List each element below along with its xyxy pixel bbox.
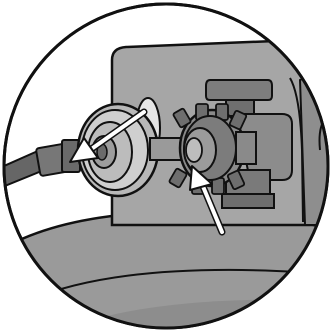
valve-base-fitting — [222, 194, 274, 208]
valve-outlet — [236, 132, 256, 164]
valve-handwheel — [206, 80, 272, 100]
coupling-nut-center — [186, 138, 202, 162]
